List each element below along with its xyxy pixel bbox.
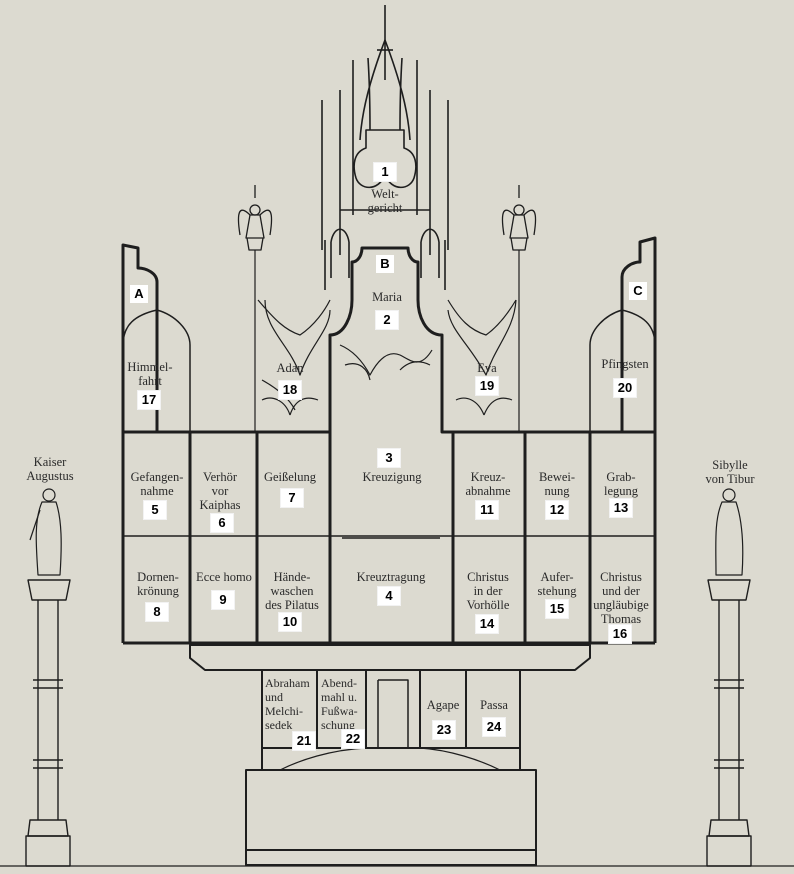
panel-number-23: 23: [432, 720, 456, 740]
figure-label-left: Kaiser Augustus: [26, 455, 74, 483]
panel-number-1: 1: [373, 162, 397, 182]
figure-label-right: Sibylle von Tibur: [705, 458, 755, 486]
panel-label-17: Himmel- fahrt: [127, 360, 173, 388]
panel-label-7: Geißelung: [263, 470, 317, 484]
panel-number-4: 4: [377, 586, 401, 606]
panel-number-13: 13: [609, 498, 633, 518]
panel-number-5: 5: [143, 500, 167, 520]
panel-label-23: Agape: [426, 698, 460, 712]
wing-arches: [122, 309, 656, 432]
altar-outline: [121, 236, 657, 645]
row-dividers: [123, 535, 655, 539]
panel-label-14: Christus in der Vorhölle: [466, 570, 510, 612]
panel-number-3: 3: [377, 448, 401, 468]
angel-left: [237, 185, 273, 251]
panel-label-6: Verhör vor Kaiphas: [199, 470, 241, 512]
panel-label-2: Maria: [372, 290, 402, 304]
letter-b: B: [376, 255, 394, 273]
panel-number-19: 19: [475, 376, 499, 396]
panel-label-4: Kreuztragung: [356, 570, 426, 584]
panel-label-9: Ecce homo: [196, 570, 252, 584]
panel-label-16: Christus und der ungläubige Thomas: [593, 570, 649, 626]
panel-label-3: Kreuzigung: [362, 470, 422, 484]
panel-number-8: 8: [145, 602, 169, 622]
panel-label-24: Passa: [480, 698, 508, 712]
tracery: [254, 250, 520, 432]
panel-number-20: 20: [613, 378, 637, 398]
predella: [189, 644, 591, 866]
panel-label-10: Hände- waschen des Pilatus: [265, 570, 319, 612]
panel-label-15: Aufer- stehung: [537, 570, 577, 598]
panel-label-21: Abraham und Melchi- sedek: [265, 676, 310, 732]
panel-label-1: Welt- gericht: [367, 187, 403, 215]
panel-label-12: Bewei- nung: [538, 470, 576, 498]
panel-number-11: 11: [475, 500, 499, 520]
panel-label-5: Gefangen- nahme: [130, 470, 184, 498]
panel-number-2: 2: [375, 310, 399, 330]
panel-number-14: 14: [475, 614, 499, 634]
panel-label-8: Dornen- krönung: [137, 570, 179, 598]
statue-left: [29, 488, 62, 576]
panel-number-22: 22: [341, 729, 365, 749]
panel-label-20: Pfingsten: [601, 357, 649, 371]
panel-number-17: 17: [137, 390, 161, 410]
panel-number-9: 9: [211, 590, 235, 610]
column-right: [706, 579, 752, 867]
column-left: [25, 579, 71, 867]
panel-number-24: 24: [482, 717, 506, 737]
panel-number-7: 7: [280, 488, 304, 508]
panel-number-16: 16: [608, 624, 632, 644]
panel-number-21: 21: [292, 731, 316, 751]
angel-right: [501, 185, 537, 251]
panel-label-13: Grab- legung: [603, 470, 639, 498]
panel-number-6: 6: [210, 513, 234, 533]
panel-number-12: 12: [545, 500, 569, 520]
panel-label-11: Kreuz- abnahme: [465, 470, 511, 498]
panel-label-22: Abend- mahl u. Fußwa- schung: [321, 676, 358, 732]
letter-c: C: [629, 282, 647, 300]
panel-label-19: Eva: [477, 361, 497, 375]
panel-number-18: 18: [278, 380, 302, 400]
letter-a: A: [130, 285, 148, 303]
panel-number-15: 15: [545, 599, 569, 619]
panel-number-10: 10: [278, 612, 302, 632]
statue-right: [715, 488, 744, 576]
panel-label-18: Adan: [276, 361, 304, 375]
